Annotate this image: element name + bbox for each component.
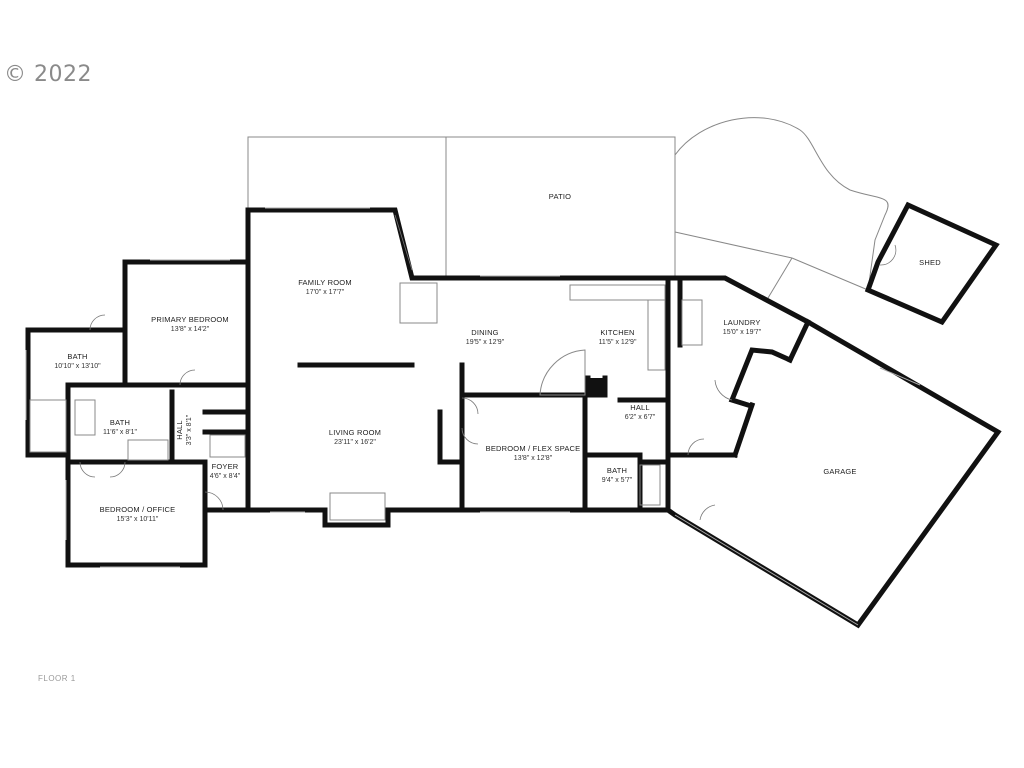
room-label-shed: SHED xyxy=(919,258,941,267)
door-swings xyxy=(79,214,897,521)
room-label-garage: GARAGE xyxy=(823,467,857,476)
room-label-dining: DINING 19'5" x 12'9" xyxy=(465,328,505,346)
copyright-text: © 2022 xyxy=(4,62,92,87)
room-label-bath-primary: BATH 10'10" x 13'10" xyxy=(54,352,101,370)
room-label-kitchen: KITCHEN 11'5" x 12'9" xyxy=(598,328,637,346)
fixtures xyxy=(29,282,703,521)
patio-outline xyxy=(247,117,889,299)
room-label-bedroom-flex: BEDROOM / FLEX SPACE 13'8" x 12'8" xyxy=(485,444,581,462)
room-label-hall-west: HALL 3'3" x 8'1" xyxy=(175,414,193,446)
room-label-bath-hall: BATH 11'6" x 8'1" xyxy=(103,418,137,436)
room-label-bath-east: BATH 9'4" x 5'7" xyxy=(601,466,633,484)
room-label-laundry: LAUNDRY 15'0" x 19'7" xyxy=(722,318,762,336)
room-label-patio: PATIO xyxy=(548,192,572,201)
house-walls xyxy=(25,207,1002,629)
windows xyxy=(25,207,921,626)
room-label-hall-east: HALL 6'2" x 6'7" xyxy=(624,403,656,421)
room-label-foyer: FOYER 4'6" x 8'4" xyxy=(209,462,241,480)
room-label-primary-bedroom: PRIMARY BEDROOM 13'8" x 14'2" xyxy=(151,315,229,333)
room-label-living-room: LIVING ROOM 23'11" x 16'2" xyxy=(328,428,382,446)
room-label-family-room: FAMILY ROOM 17'0" x 17'7" xyxy=(298,278,352,296)
floor-label: FLOOR 1 xyxy=(38,674,76,683)
shed-walls xyxy=(864,201,1000,326)
room-label-bedroom-office: BEDROOM / OFFICE 15'3" x 10'11" xyxy=(99,505,176,523)
